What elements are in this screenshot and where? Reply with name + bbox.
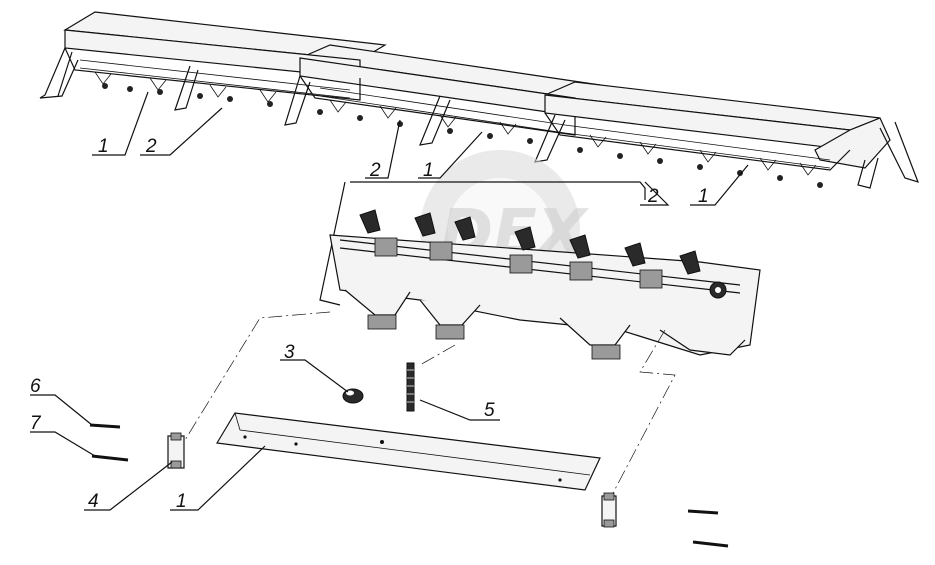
hopper-lower-middle <box>299 75 576 136</box>
leader-part-5 <box>419 399 500 421</box>
drive-shaft <box>339 239 741 294</box>
leader-part-4 <box>84 461 173 511</box>
seed-funnels <box>344 289 746 360</box>
callout-top-1c: 1 <box>698 186 709 207</box>
leader-dashed-middle <box>419 344 456 366</box>
metering-units-row <box>79 59 831 188</box>
leader-top-2a <box>140 107 223 156</box>
leader-top-2c <box>640 181 670 206</box>
detail-frame-top <box>350 181 646 200</box>
funnel-spout-1 <box>367 314 397 330</box>
leader-part-6 <box>30 394 93 426</box>
detail-view <box>319 181 761 360</box>
callout-part-3: 3 <box>284 342 295 363</box>
callout-leaders <box>30 91 749 511</box>
callout-top-2a: 2 <box>145 136 157 157</box>
callout-part-1: 1 <box>176 491 187 512</box>
leader-top-2b <box>365 119 401 179</box>
leader-part-3 <box>280 359 349 393</box>
leader-part-1 <box>170 445 266 511</box>
bearing-blocks <box>374 237 727 299</box>
callout-part-5: 5 <box>484 400 495 421</box>
callout-top-2b: 2 <box>369 160 381 181</box>
funnel-spout-2 <box>435 324 465 340</box>
latch-bracket-right <box>601 492 617 528</box>
hopper-lower-right <box>544 112 851 171</box>
latch-bracket-left <box>167 432 185 469</box>
threaded-rod <box>406 362 415 412</box>
callout-part-4: 4 <box>88 491 99 512</box>
callout-top-2c: 2 <box>647 186 659 207</box>
cover-plate <box>216 412 601 491</box>
pin-part-7-right <box>692 540 729 548</box>
leader-part-7 <box>30 431 96 457</box>
callout-labels: 1 2 2 1 2 1 3 5 6 7 4 1 <box>30 136 709 512</box>
detail-frame-left <box>319 181 346 306</box>
hopper-assembly <box>39 11 920 189</box>
leader-top-1a <box>92 91 149 156</box>
funnel-spout-3 <box>591 344 621 360</box>
hopper-legs <box>39 47 920 189</box>
callout-part-6: 6 <box>30 376 41 397</box>
agitator-fingers <box>359 209 701 275</box>
leader-dashed-right <box>611 329 676 496</box>
hopper-end-cap <box>814 117 891 169</box>
leader-top-1c <box>690 164 749 206</box>
leader-top-1b <box>418 131 483 179</box>
pin-part-7 <box>91 454 129 462</box>
callout-part-7: 7 <box>30 413 42 434</box>
callout-top-1b: 1 <box>423 160 434 181</box>
pin-part-6-right <box>687 509 719 515</box>
callout-top-1a: 1 <box>98 136 109 157</box>
pin-part-6 <box>89 423 121 429</box>
